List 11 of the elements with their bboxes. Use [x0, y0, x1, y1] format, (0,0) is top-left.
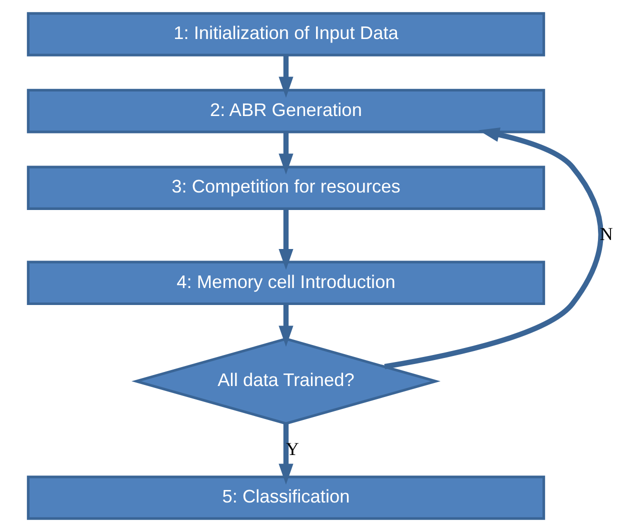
node-box: 5: Classification	[26, 476, 545, 520]
node-box: 3: Competition for resources	[26, 166, 545, 210]
node-diamond: All data Trained?	[130, 338, 440, 425]
arrow	[278, 132, 293, 175]
node-box: 2: ABR Generation	[26, 88, 545, 134]
node-box: 1: Initialization of Input Data	[26, 12, 545, 56]
node-box: 4: Memory cell Introduction	[26, 260, 545, 306]
arrow	[278, 208, 293, 270]
arrow	[278, 55, 293, 98]
arrow	[384, 128, 603, 370]
arrow	[278, 304, 293, 347]
